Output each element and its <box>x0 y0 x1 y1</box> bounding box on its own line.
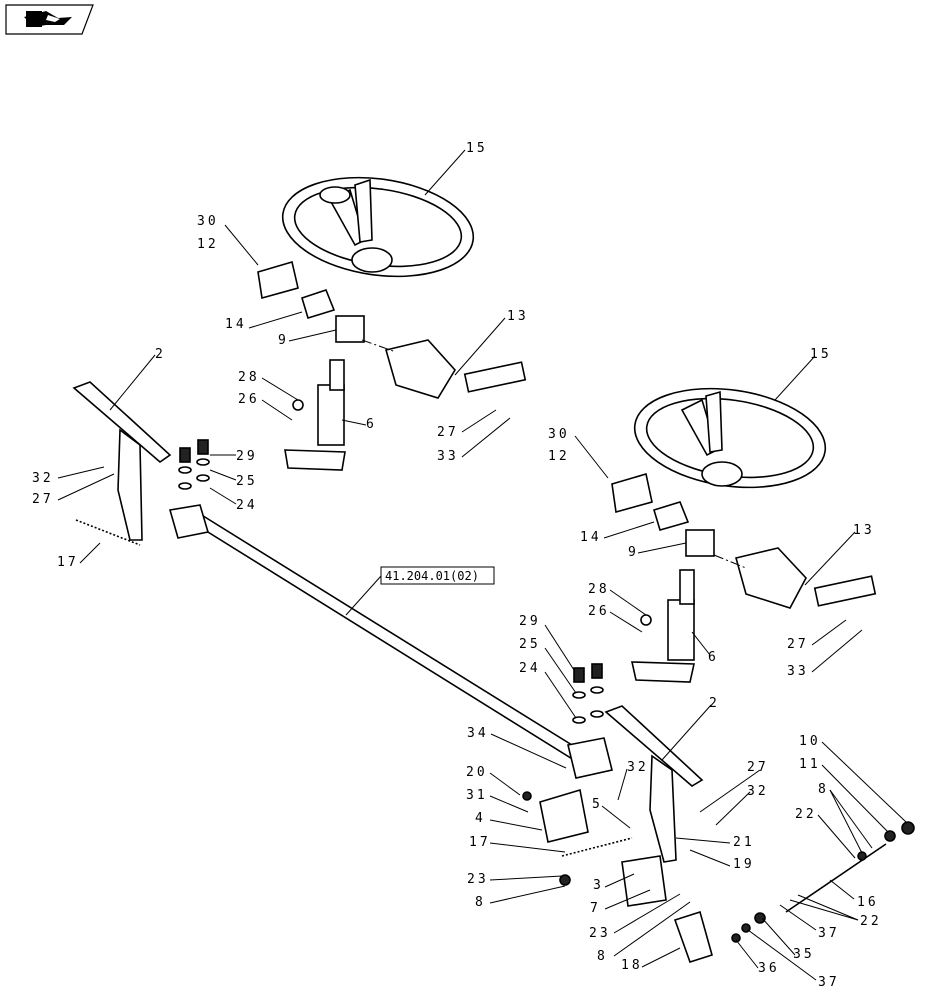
callout-17: 17 <box>57 555 79 570</box>
callout-24: 24 <box>236 498 258 513</box>
callout-29: 29 <box>236 449 258 464</box>
pedal-right <box>604 705 704 863</box>
callout-31: 31 <box>466 788 488 803</box>
callout-19: 19 <box>733 857 755 872</box>
callout-33: 33 <box>787 664 809 679</box>
callout-9: 9 <box>628 545 639 560</box>
callout-8: 8 <box>597 949 608 964</box>
column-cover-lower <box>611 472 715 557</box>
callout-21: 21 <box>733 835 755 850</box>
callout-15: 15 <box>466 141 488 156</box>
callout-22: 22 <box>795 807 817 822</box>
bolts-left <box>178 439 210 490</box>
cross-shaft <box>168 504 613 779</box>
spring-left <box>75 519 141 546</box>
return-button[interactable] <box>5 4 94 35</box>
callout-6: 6 <box>708 650 719 665</box>
callout-18: 18 <box>621 958 643 973</box>
callout-33: 33 <box>437 449 459 464</box>
callout-8: 8 <box>475 895 486 910</box>
callout-2: 2 <box>709 696 720 711</box>
callout-11: 11 <box>799 757 821 772</box>
callout-5: 5 <box>592 797 603 812</box>
callout-2: 2 <box>155 347 166 362</box>
return-arrow-icon <box>24 11 72 27</box>
callout-28: 28 <box>588 582 610 597</box>
callout-23: 23 <box>589 926 611 941</box>
callout-26: 26 <box>588 604 610 619</box>
switch-lower <box>735 547 877 609</box>
callout-35: 35 <box>793 947 815 962</box>
callout-8: 8 <box>818 782 829 797</box>
callout-37: 37 <box>818 975 840 990</box>
callout-13: 13 <box>507 309 529 324</box>
callout-14: 14 <box>225 317 247 332</box>
column-cover-upper <box>257 260 365 343</box>
callout-4: 4 <box>475 811 486 826</box>
callout-22: 22 <box>860 914 882 929</box>
callout-3: 3 <box>593 878 604 893</box>
callout-32: 32 <box>747 784 769 799</box>
callout-23: 23 <box>467 872 489 887</box>
bracket-right <box>539 788 713 963</box>
callout-13: 13 <box>853 523 875 538</box>
callout-25: 25 <box>519 637 541 652</box>
callout-27: 27 <box>437 425 459 440</box>
callout-30: 30 <box>548 427 570 442</box>
callout-36: 36 <box>758 961 780 976</box>
linkage-rod <box>731 821 915 943</box>
callout-29: 29 <box>519 614 541 629</box>
steering-wheel-lower <box>633 387 827 489</box>
callout-25: 25 <box>236 474 258 489</box>
callout-28: 28 <box>238 370 260 385</box>
callout-32: 32 <box>627 760 649 775</box>
callout-30: 30 <box>197 214 219 229</box>
callout-24: 24 <box>519 661 541 676</box>
callout-32: 32 <box>32 471 54 486</box>
spring-right <box>561 837 633 857</box>
callout-7: 7 <box>590 901 601 916</box>
callout-15: 15 <box>810 347 832 362</box>
callout-6: 6 <box>366 417 377 432</box>
reference-link[interactable]: 41.204.01(02) <box>345 566 495 616</box>
steering-column-lower <box>630 569 695 683</box>
switch-upper <box>385 339 527 399</box>
callout-9: 9 <box>278 333 289 348</box>
callout-12: 12 <box>548 449 570 464</box>
callout-37: 37 <box>818 926 840 941</box>
callout-26: 26 <box>238 392 260 407</box>
callout-17: 17 <box>469 835 491 850</box>
callout-27: 27 <box>787 637 809 652</box>
callout-16: 16 <box>857 895 879 910</box>
callout-layer: 15 30 12 14 9 13 28 26 6 27 33 2 32 27 2… <box>32 141 907 990</box>
pedal-left <box>72 381 172 541</box>
reference-label: 41.204.01(02) <box>385 569 479 583</box>
callout-10: 10 <box>799 734 821 749</box>
callout-27: 27 <box>32 492 54 507</box>
callout-34: 34 <box>467 726 489 741</box>
bolts-right <box>522 663 604 886</box>
steering-wheel-upper <box>281 176 475 278</box>
callout-20: 20 <box>466 765 488 780</box>
steering-column-upper <box>284 359 346 471</box>
callout-12: 12 <box>197 237 219 252</box>
callout-27: 27 <box>747 760 769 775</box>
callout-14: 14 <box>580 530 602 545</box>
